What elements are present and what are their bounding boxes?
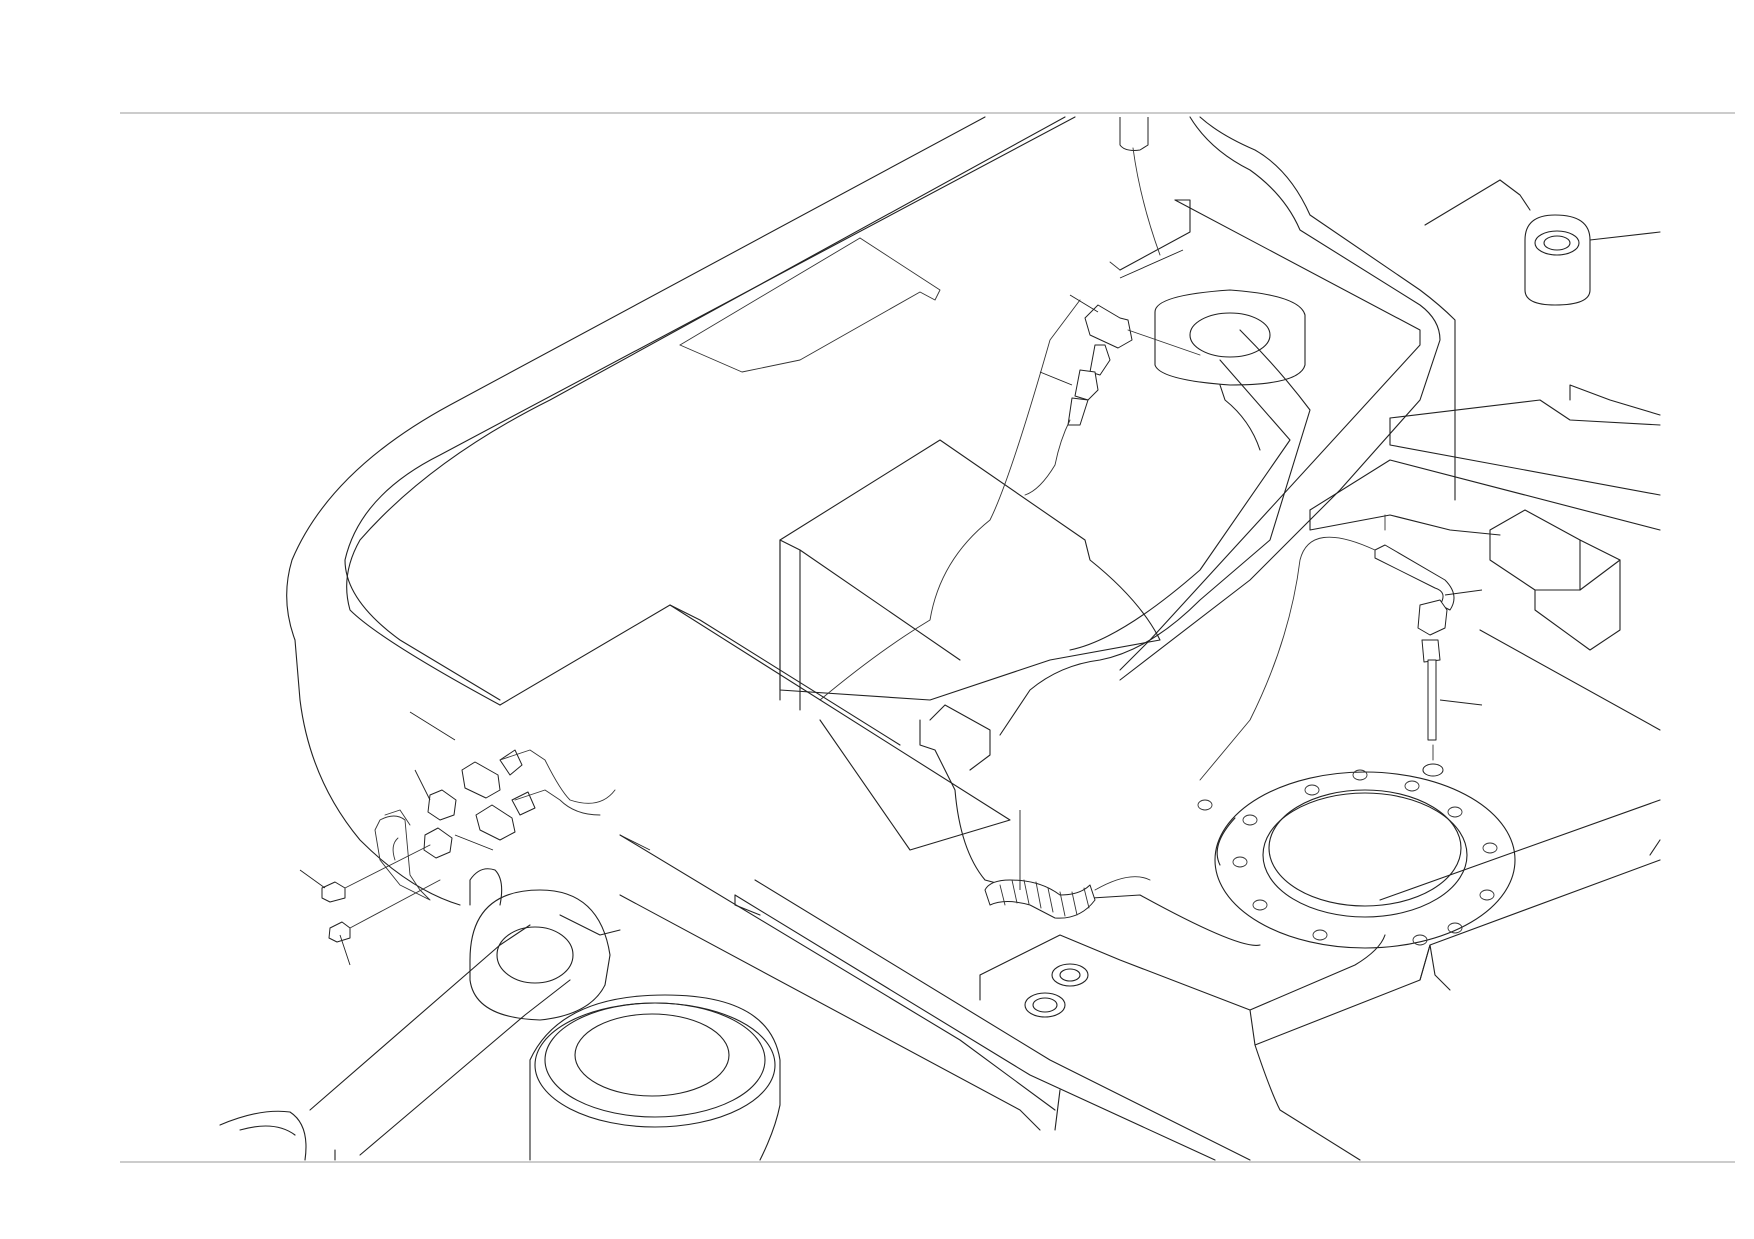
elbow-fitting-right bbox=[1199, 536, 1455, 781]
wound-hose bbox=[984, 876, 1151, 919]
fittings-left bbox=[321, 749, 616, 943]
sensor-fitting-upper bbox=[1024, 117, 1201, 496]
bearing-bolt-holes bbox=[1197, 764, 1498, 946]
frame-body bbox=[219, 116, 1661, 1161]
leader-lines bbox=[299, 249, 1483, 966]
page-frame bbox=[120, 112, 1735, 1163]
